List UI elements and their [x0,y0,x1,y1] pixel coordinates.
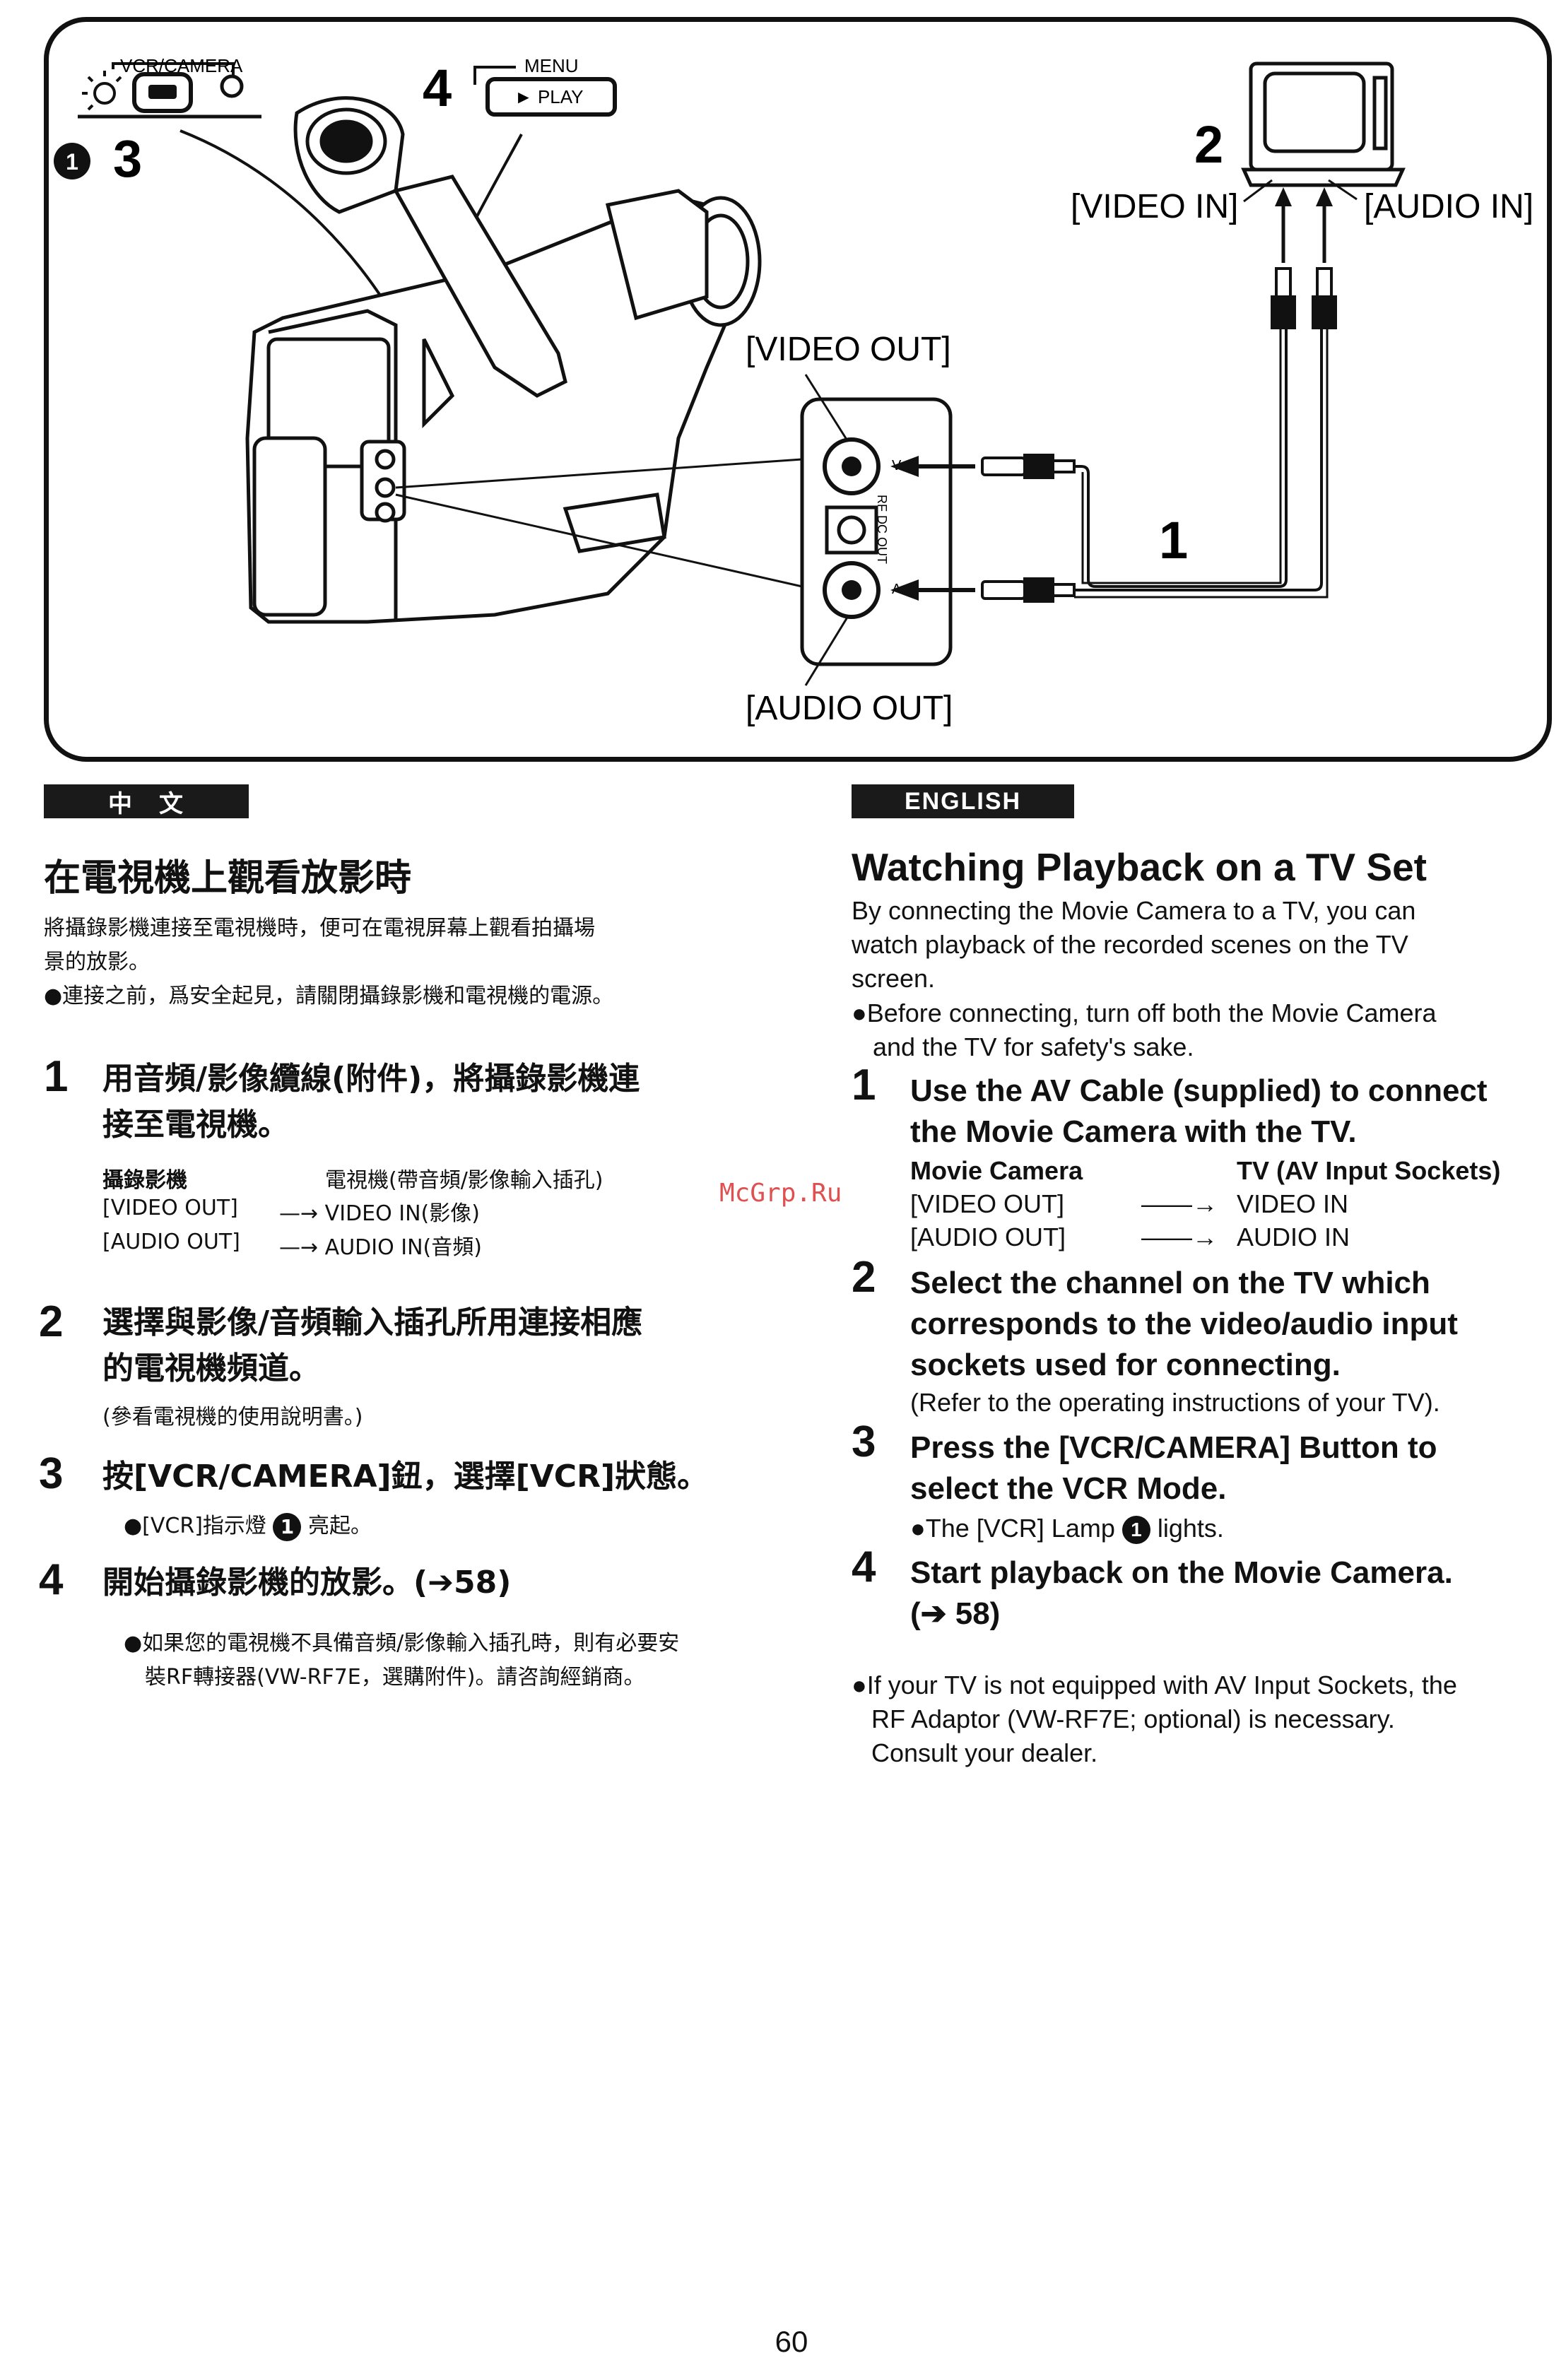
chinese-bullet-safety: ●連接之前，爲安全起見，請關閉攝錄影機和電視機的電源。 [44,984,614,1008]
english-step2-line3: sockets used for connecting. [910,1348,1341,1382]
chinese-step4-number: 4 [39,1555,64,1604]
english-step2-note: (Refer to the operating instructions of … [910,1388,1440,1417]
english-step3-note-pre: ●The [VCR] Lamp [910,1514,1115,1543]
chinese-step2-number: 2 [39,1297,64,1346]
english-table-row2-tv: AUDIO IN [1237,1223,1350,1251]
chinese-step3-note-post: 亮起。 [308,1514,372,1538]
lamp-marker-circle: 1 [273,1512,302,1541]
english-page-title: Watching Playback on a TV Set [852,845,1427,889]
chinese-step3-number: 3 [39,1449,64,1498]
english-step2-number: 2 [852,1253,876,1302]
watermark: McGrp.Ru [719,1179,842,1208]
callout-3: 3 [113,129,142,188]
callout-2: 2 [1194,115,1223,174]
chinese-table-row2-camera: [AUDIO OUT] [102,1230,240,1254]
chinese-table-row1-tv: —→ VIDEO IN(影像) [279,1201,480,1226]
english-table-header-tv: TV (AV Input Sockets) [1237,1156,1501,1185]
english-intro-line2: watch playback of the recorded scenes on… [852,930,1408,959]
chinese-intro-line2: 景的放影。 [44,950,150,974]
camcorder-illustration [245,96,762,624]
chinese-step3-text: 按[VCR/CAMERA]鈕，選擇[VCR]狀態。 [102,1459,709,1495]
callout-4: 4 [423,59,452,117]
audio-out-label: [AUDIO OUT] [746,690,953,727]
lamp-marker-circle: 1 [1121,1516,1150,1545]
connection-diagram [44,17,1552,762]
chinese-intro-line1: 將攝錄影機連接至電視機時，便可在電視屏幕上觀看拍攝場 [44,916,595,941]
chinese-step4-note-line1: ●如果您的電視機不具備音頻/影像輸入插孔時，則有必要安 [124,1631,680,1656]
vcr-camera-switch-inset [78,62,261,119]
page-number: 60 [775,2325,808,2358]
english-final-note-line2: RF Adaptor (VW-RF7E; optional) is necess… [871,1704,1395,1733]
english-step1-number: 1 [852,1061,876,1109]
chinese-step1-line1: 用音頻/影像纜線(附件)，將攝錄影機連 [102,1061,640,1097]
english-table-row1-arrow: ——→ [1141,1189,1218,1218]
english-intro-line1: By connecting the Movie Camera to a TV, … [852,896,1416,925]
english-step2-line1: Select the channel on the TV which [910,1266,1430,1300]
menu-label: MENU [524,55,579,76]
tv-illustration [1241,61,1406,187]
chinese-step4-note-line2: 裝RF轉接器(VW-RF7E，選購附件)。請咨詢經銷商。 [145,1665,645,1690]
english-step3-line2: select the VCR Mode. [910,1471,1227,1506]
english-final-note-line1: ●If your TV is not equipped with AV Inpu… [852,1671,1457,1699]
english-table-row1-camera: [VIDEO OUT] [910,1189,1065,1218]
audio-in-label: [AUDIO IN] [1364,188,1533,225]
chinese-step1-line2: 接至電視機。 [102,1107,289,1143]
english-bullet-safety-line1: ●Before connecting, turn off both the Mo… [852,998,1437,1027]
rf-dc-out-label: RF DC OUT [875,495,889,564]
chinese-page-title: 在電視機上觀看放影時 [44,857,412,900]
vcr-camera-label: VCR/CAMERA [120,55,243,76]
av-cable [981,267,1337,603]
english-table-row2-camera: [AUDIO OUT] [910,1223,1066,1251]
english-final-note-line3: Consult your dealer. [871,1738,1098,1767]
english-bullet-safety-line2: and the TV for safety's sake. [873,1032,1194,1061]
english-table-row2-arrow: ——→ [1141,1223,1218,1251]
english-step1-line2: the Movie Camera with the TV. [910,1114,1357,1149]
english-table-header-camera: Movie Camera [910,1156,1083,1185]
english-step4-number: 4 [852,1543,876,1591]
chinese-step3-note-pre: ●[VCR]指示燈 [124,1514,266,1538]
chinese-table-row1-camera: [VIDEO OUT] [102,1196,238,1220]
chinese-section-header: 中 文 [44,784,249,818]
english-step3-line1: Press the [VCR/CAMERA] Button to [910,1430,1437,1465]
chinese-step1-number: 1 [44,1052,69,1101]
callout-1: 1 [1159,511,1188,570]
lamp-marker-1: 1 [66,149,78,175]
play-label: ► PLAY [514,86,584,107]
chinese-step2-line1: 選擇與影像/音頻輸入插孔所用連接相應 [102,1304,643,1341]
chinese-step2-note: (參看電視機的使用說明書。) [102,1405,363,1430]
chinese-table-row2-tv: —→ AUDIO IN(音頻) [279,1235,482,1260]
chinese-step4-text: 開始攝錄影機的放影。(➔58) [102,1565,512,1601]
video-out-label: [VIDEO OUT] [746,331,951,368]
chinese-table-header-camera: 攝錄影機 [102,1168,187,1193]
video-in-label: [VIDEO IN] [1071,188,1238,225]
chinese-step3-note: ●[VCR]指示燈 1 亮起。 [124,1511,372,1542]
english-step3-number: 3 [852,1418,876,1466]
english-section-header: ENGLISH [852,784,1074,818]
english-step4-line2: (➔ 58) [910,1596,1001,1631]
english-table-row1-tv: VIDEO IN [1237,1189,1349,1218]
english-step1-line1: Use the AV Cable (supplied) to connect [910,1073,1488,1108]
english-step3-note: ●The [VCR] Lamp 1 lights. [910,1512,1224,1545]
chinese-step2-line2: 的電視機頻道。 [102,1350,320,1386]
chinese-table-header-tv: 電視機(帶音頻/影像輸入插孔) [325,1168,604,1193]
diagram-illustration: VCR/CAMERA 1 3 4 MENU ► PLAY V A RF DC O… [54,55,1533,727]
english-step4-line1: Start playback on the Movie Camera. [910,1555,1453,1590]
english-step3-note-post: lights. [1157,1514,1224,1543]
english-step2-line2: corresponds to the video/audio input [910,1307,1458,1341]
english-intro-line3: screen. [852,964,936,993]
